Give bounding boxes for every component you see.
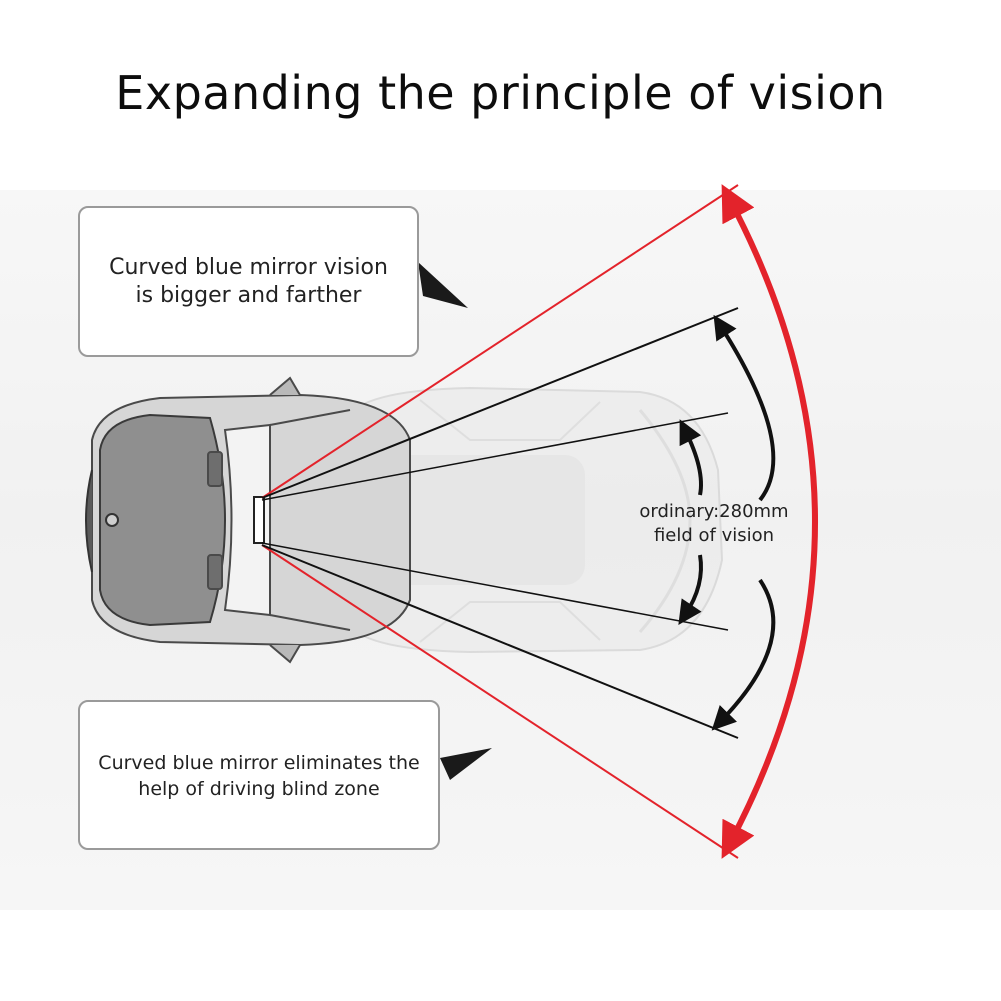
ordinary-outer-arc-top	[713, 314, 776, 502]
ordinary-outer-arc-bottom	[711, 578, 776, 731]
wide-field-lower-edge	[261, 544, 739, 859]
bottom-callout-text: Curved blue mirror eliminates the help o…	[98, 752, 420, 800]
ordinary-inner-arc-top	[679, 419, 703, 496]
ordinary-field-label: ordinary:280mm field of vision	[639, 501, 789, 546]
top-callout-pointer	[418, 262, 468, 308]
car-top-view	[85, 376, 411, 664]
ordinary-inner-lower-edge	[261, 542, 729, 631]
wide-field-upper-edge	[261, 184, 739, 499]
ordinary-outer-upper-edge	[261, 307, 739, 499]
page-title: Expanding the principle of vision	[115, 66, 886, 120]
ordinary-outer-lower-edge	[261, 544, 739, 739]
ordinary-inner-arc-bottom	[678, 554, 703, 625]
ordinary-vision-field	[261, 307, 776, 739]
bottom-callout-pointer	[440, 748, 492, 780]
ordinary-inner-upper-edge	[261, 412, 729, 501]
wide-field-arc-arrow	[721, 184, 818, 859]
bottom-callout-box: Curved blue mirror eliminates the help o…	[78, 700, 440, 850]
top-callout-text: Curved blue mirror vision is bigger and …	[109, 255, 388, 308]
top-callout-box: Curved blue mirror vision is bigger and …	[78, 206, 419, 357]
wide-vision-field	[261, 184, 818, 859]
